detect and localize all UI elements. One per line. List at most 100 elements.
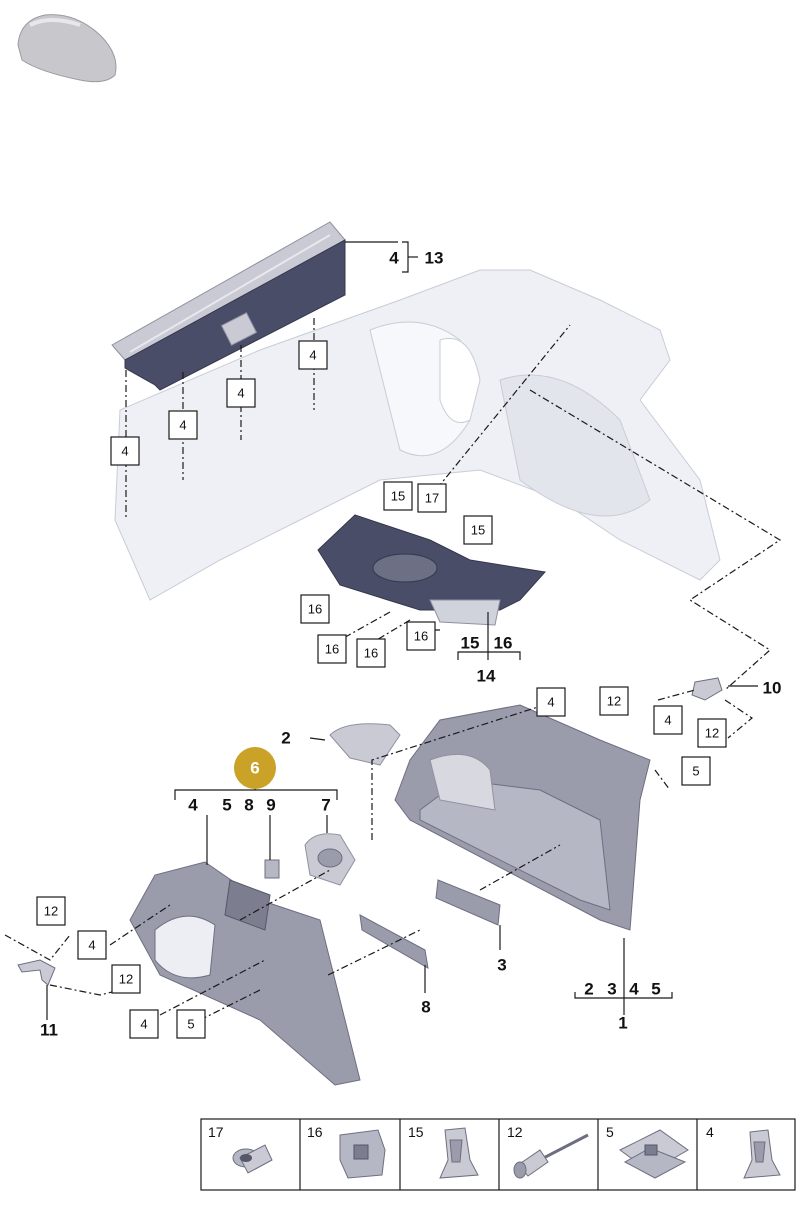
svg-text:4: 4 [88,938,95,953]
svg-text:16: 16 [494,634,513,653]
svg-text:15: 15 [391,489,405,504]
svg-text:2: 2 [584,980,593,999]
svg-text:11: 11 [40,1021,58,1040]
legend-cell: 16 [307,1124,386,1179]
svg-text:16: 16 [325,642,339,657]
callout: 4 [129,1009,159,1039]
callout: 12 [111,964,141,994]
callout: 5 [176,1009,206,1039]
svg-text:4: 4 [629,980,639,999]
svg-text:5: 5 [651,980,660,999]
svg-text:4: 4 [664,713,671,728]
svg-text:8: 8 [421,998,430,1017]
svg-text:5: 5 [692,764,699,779]
spring-clip-icon [743,1129,781,1179]
svg-text:12: 12 [119,972,133,987]
bracket-lines [46,241,758,1020]
svg-text:15: 15 [461,634,480,653]
svg-text:4: 4 [237,386,244,401]
svg-text:16: 16 [307,1124,323,1140]
svg-text:7: 7 [321,796,330,815]
svg-text:12: 12 [44,904,58,919]
callout: 12 [36,896,66,926]
svg-text:1: 1 [618,1014,627,1033]
cover-part-7 [304,833,356,886]
svg-text:3: 3 [607,980,616,999]
svg-text:4: 4 [121,444,128,459]
svg-text:4: 4 [179,418,186,433]
car-thumbnail-icon [17,14,117,83]
cover-part-2 [329,723,401,766]
legend-cell: 15 [408,1124,479,1179]
highlight-badge: 6 [234,747,276,789]
grommet-icon [232,1144,273,1174]
svg-text:16: 16 [414,629,428,644]
svg-text:8: 8 [244,796,253,815]
svg-text:17: 17 [208,1124,224,1140]
callout: 4 [536,687,566,717]
svg-text:16: 16 [364,646,378,661]
clip-icon [339,1129,386,1179]
clip-nut-icon [619,1129,689,1179]
svg-text:12: 12 [507,1124,523,1140]
bracket-part-11 [17,959,56,986]
legend-cell: 17 [208,1124,273,1174]
callout: 15 [463,515,493,545]
svg-text:13: 13 [425,249,444,268]
svg-text:4: 4 [140,1017,147,1032]
svg-text:9: 9 [266,796,275,815]
svg-text:12: 12 [705,726,719,741]
strip-part-3 [435,879,501,926]
svg-text:15: 15 [408,1124,424,1140]
upper-quarter-trim [317,514,546,626]
spring-clip-icon [439,1127,479,1179]
callout: 4 [653,705,683,735]
svg-text:14: 14 [477,667,496,686]
callout: 4 [110,436,140,466]
callout: 4 [226,378,256,408]
callouts: 4 4 4 4 15 17 15 16 16 16 16 4 12 4 12 5… [36,340,727,1039]
callout: 12 [697,718,727,748]
svg-text:17: 17 [425,491,439,506]
callout: 5 [681,756,711,786]
svg-text:4: 4 [188,796,198,815]
svg-text:4: 4 [706,1124,714,1140]
callout: 16 [300,594,330,624]
part-numbers: 13 4 14 15 16 10 2 4 5 8 9 7 3 2 3 4 5 1… [40,249,781,1040]
body-shell [114,269,721,601]
svg-text:4: 4 [309,348,316,363]
callout: 4 [168,410,198,440]
callout: 12 [599,686,629,716]
callout: 16 [356,638,386,668]
sill-trim-panel [111,221,346,391]
svg-text:5: 5 [222,796,231,815]
svg-text:12: 12 [607,694,621,709]
highlight-label: 6 [250,759,259,778]
right-quarter-trim [394,704,651,931]
svg-text:5: 5 [187,1017,194,1032]
svg-text:4: 4 [389,249,399,268]
svg-text:10: 10 [763,679,782,698]
svg-text:15: 15 [471,523,485,538]
svg-text:3: 3 [497,956,506,975]
svg-text:5: 5 [606,1124,614,1140]
svg-text:16: 16 [308,602,322,617]
callout: 4 [77,930,107,960]
clip-part-9 [264,859,280,879]
rivet-icon [513,1133,589,1179]
fastener-legend: 17 16 15 12 [200,1118,796,1191]
callout: 16 [406,621,436,651]
strip-part-8 [359,914,429,969]
callout: 16 [317,634,347,664]
legend-cell: 12 [507,1124,589,1179]
callout: 4 [298,340,328,370]
leader-lines [4,318,782,1021]
svg-text:2: 2 [281,729,290,748]
bracket-part-10 [691,677,723,701]
callout: 15 [383,481,413,511]
callout: 17 [417,483,447,513]
legend-cell: 4 [706,1124,781,1179]
svg-text:4: 4 [547,695,554,710]
legend-cell: 5 [606,1124,689,1179]
